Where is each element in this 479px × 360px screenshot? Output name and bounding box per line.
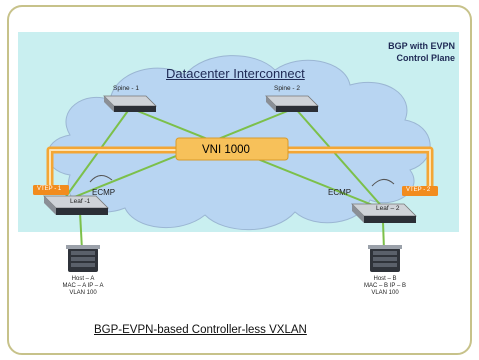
spine-1-label: Spine - 1 bbox=[113, 85, 140, 92]
leaf-switch-1 bbox=[43, 195, 109, 215]
host-a-name: Host – A bbox=[71, 276, 95, 282]
host-b-vlan: VLAN 100 bbox=[371, 290, 399, 296]
host-a-address: MAC – A IP – A bbox=[62, 283, 104, 289]
vtep-tag-2 bbox=[402, 186, 438, 196]
host-b-name: Host – B bbox=[373, 276, 397, 282]
leaf-2-label: Leaf – 2 bbox=[376, 205, 400, 212]
link-leaf1-hostA bbox=[79, 211, 83, 251]
diagram-footer-caption: BGP-EVPN-based Controller-less VXLAN bbox=[94, 324, 307, 336]
vni-box bbox=[175, 137, 289, 161]
ecmp-left-label: ECMP bbox=[92, 188, 116, 197]
vtep-2-label: VTEP - 2 bbox=[406, 187, 431, 193]
leaf-1-label: Leaf -1 bbox=[70, 198, 91, 205]
vtep-tag-1 bbox=[33, 185, 69, 195]
host-b-info: Host – B MAC – B IP – B VLAN 100 bbox=[356, 276, 414, 297]
vni-label: VNI 1000 bbox=[202, 144, 250, 156]
host-b-address: MAC – B IP – B bbox=[364, 283, 406, 289]
host-a-info: Host – A MAC – A IP – A VLAN 100 bbox=[54, 276, 112, 297]
link-spine2-leaf2 bbox=[294, 107, 386, 211]
leaf-switch-2 bbox=[351, 203, 417, 223]
link-spine1-leaf1 bbox=[61, 107, 131, 203]
host-server-b bbox=[368, 245, 402, 272]
host-a-vlan: VLAN 100 bbox=[69, 290, 97, 296]
control-plane-label-line1: BGP with EVPN bbox=[388, 41, 455, 51]
spine-2-label: Spine - 2 bbox=[274, 85, 301, 92]
ecmp-arc-left bbox=[89, 175, 113, 183]
ecmp-arc-right bbox=[371, 179, 395, 187]
control-plane-label-line2: Control Plane bbox=[396, 53, 455, 63]
vtep-1-label: VTEP - 1 bbox=[37, 186, 62, 192]
control-plane-label: BGP with EVPN Control Plane bbox=[388, 40, 455, 64]
spine-switch-2 bbox=[265, 95, 319, 112]
ecmp-right-label: ECMP bbox=[328, 188, 352, 197]
spine-switch-1 bbox=[103, 95, 157, 112]
host-server-a bbox=[66, 245, 100, 272]
diagram-title: Datacenter Interconnect bbox=[166, 66, 305, 81]
